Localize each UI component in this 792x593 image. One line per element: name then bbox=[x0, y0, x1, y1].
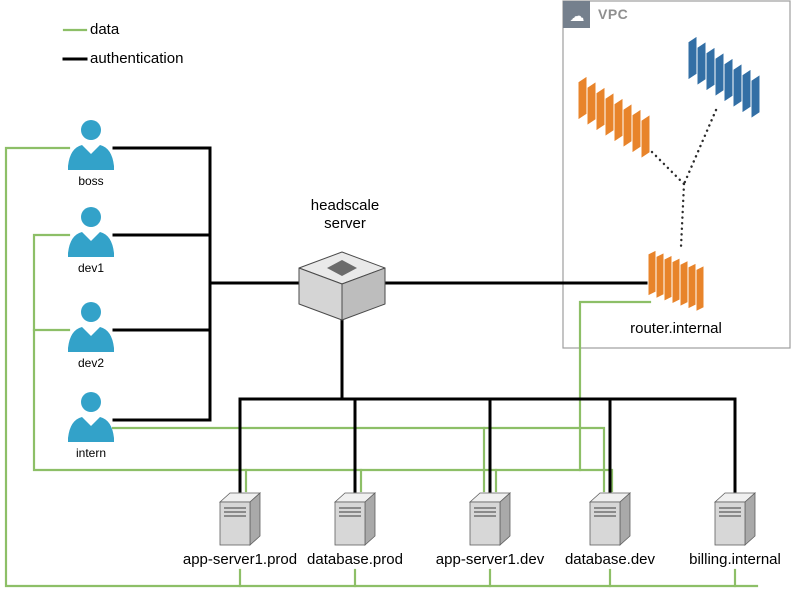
server-label-app-server1-dev: app-server1.dev bbox=[435, 551, 545, 568]
data-lines bbox=[4, 28, 759, 588]
dev-data-line bbox=[32, 233, 614, 493]
boss-data-line bbox=[4, 146, 759, 588]
user-icons bbox=[68, 120, 114, 442]
user-icon-dev1 bbox=[68, 207, 114, 257]
server-icon-billing-internal bbox=[714, 492, 756, 546]
user-icon-boss bbox=[68, 120, 114, 170]
headscale-label-line2: server bbox=[324, 215, 366, 232]
user-icon-intern bbox=[68, 392, 114, 442]
legend-label-data: data bbox=[90, 21, 120, 38]
server-icon-app-server1-prod bbox=[219, 492, 261, 546]
user-label-intern: intern bbox=[75, 446, 107, 460]
server-label-app-server1-prod: app-server1.prod bbox=[182, 551, 298, 568]
auth-lines bbox=[62, 57, 737, 493]
headscale-label-line1: headscale bbox=[310, 197, 380, 214]
vpc-cloud-icon: ☁ bbox=[570, 8, 585, 25]
vpc-label: VPC bbox=[598, 6, 629, 22]
server-label-database-prod: database.prod bbox=[307, 551, 403, 568]
router-data-line bbox=[578, 300, 652, 472]
user-label-boss: boss bbox=[78, 174, 104, 188]
vpc-blue-stack-icon bbox=[687, 35, 761, 119]
server-label-database-dev: database.dev bbox=[564, 551, 656, 568]
vpc-container: ☁ bbox=[562, 0, 791, 349]
server-icon-database-prod bbox=[334, 492, 376, 546]
vpc-orange-stack-icon bbox=[577, 75, 651, 159]
server-icon-app-server1-dev bbox=[469, 492, 511, 546]
user-label-dev2: dev2 bbox=[77, 356, 105, 370]
router-label: router.internal bbox=[630, 320, 722, 337]
server-icons bbox=[219, 492, 756, 546]
router-icon bbox=[647, 249, 705, 313]
headscale-server-icon bbox=[298, 251, 386, 321]
server-label-billing-internal: billing.internal bbox=[689, 551, 781, 568]
server-icon-database-dev bbox=[589, 492, 631, 546]
vpc-border bbox=[562, 0, 791, 349]
user-label-dev1: dev1 bbox=[77, 261, 105, 275]
vpc-cloud-badge bbox=[563, 1, 590, 28]
vpc-dotted-links bbox=[650, 108, 718, 249]
user-icon-dev2 bbox=[68, 302, 114, 352]
legend-label-authentication: authentication bbox=[90, 50, 184, 67]
intern-data-line bbox=[111, 426, 606, 493]
